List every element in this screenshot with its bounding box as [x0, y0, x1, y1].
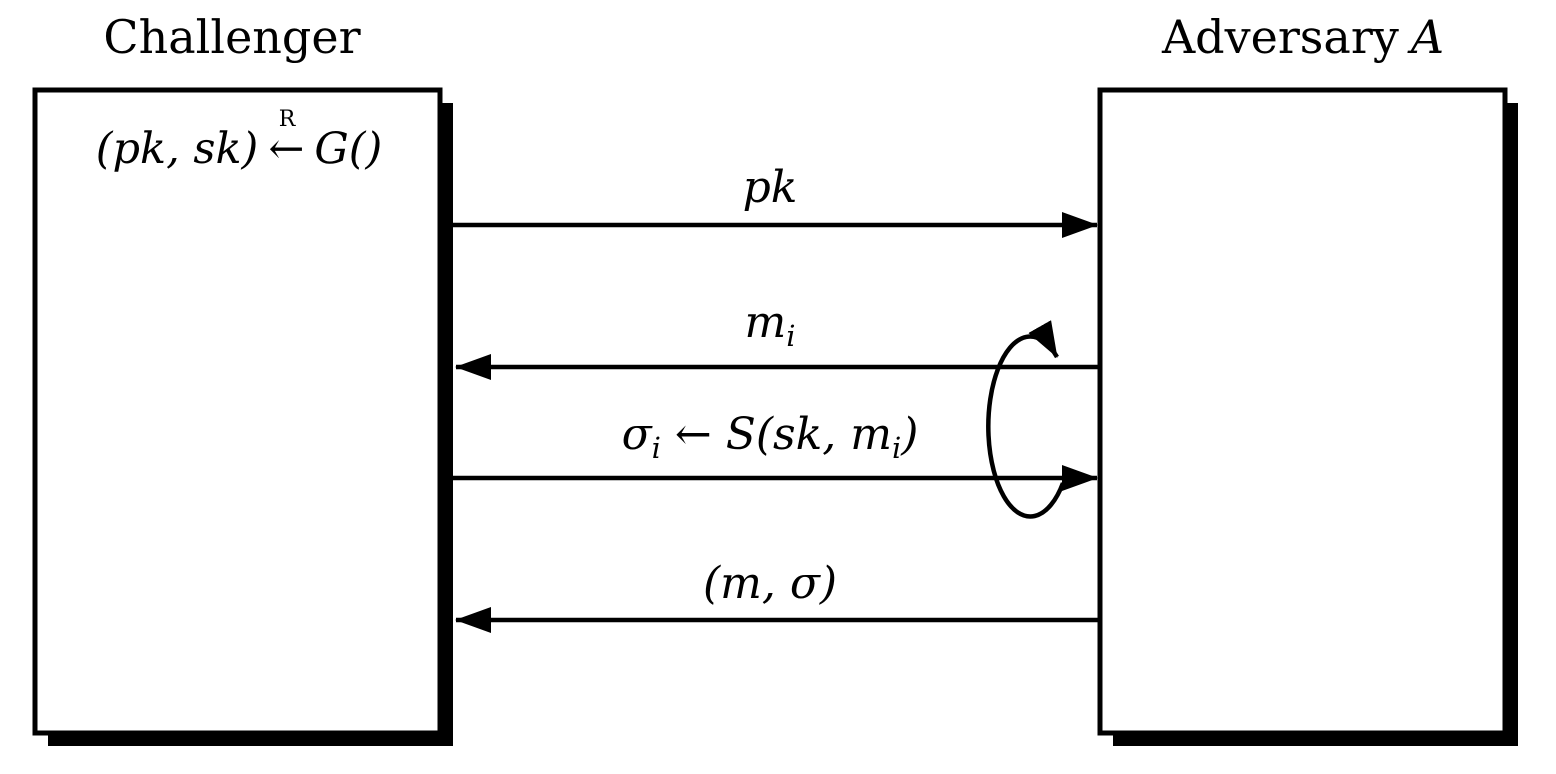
forgery-arrow-label: (m, σ): [702, 557, 838, 609]
mi-label-subscript: i: [786, 319, 796, 354]
adversary-symbol: A: [1410, 10, 1445, 64]
adversary-box: [1097, 87, 1508, 736]
sigma-label-s1: i: [651, 431, 661, 466]
sigma-label-p2: ← S(sk, m: [660, 409, 892, 461]
challenger-title: Challenger: [103, 10, 361, 64]
sigma-label-p1: σ: [621, 409, 652, 461]
keygen-rhs: G(): [314, 124, 383, 174]
random-superscript: R: [278, 107, 296, 132]
challenger-box: [32, 87, 443, 736]
sigma-arrow-label: σi ← S(sk, mi): [621, 409, 919, 466]
sigma-label-p3: ): [901, 409, 919, 461]
assign-arrow-glyph: ←: [268, 124, 305, 174]
random-assign-arrow-icon: R←: [268, 107, 305, 174]
pk-arrow-label: pk: [742, 161, 798, 213]
keygen-lhs: (pk, sk): [95, 124, 259, 174]
mi-label-text: m: [744, 297, 787, 349]
sigma-label-s2: i: [891, 431, 902, 466]
pk-label-text: pk: [742, 161, 798, 213]
repeat-loop-arrow-icon: [986, 320, 1066, 519]
mi-arrow-label: mi: [744, 297, 796, 354]
forgery-label-text: (m, σ): [702, 557, 838, 609]
keygen-formula: (pk, sk)R←G(): [95, 107, 383, 174]
adversary-title-text: Adversary: [1161, 10, 1399, 64]
